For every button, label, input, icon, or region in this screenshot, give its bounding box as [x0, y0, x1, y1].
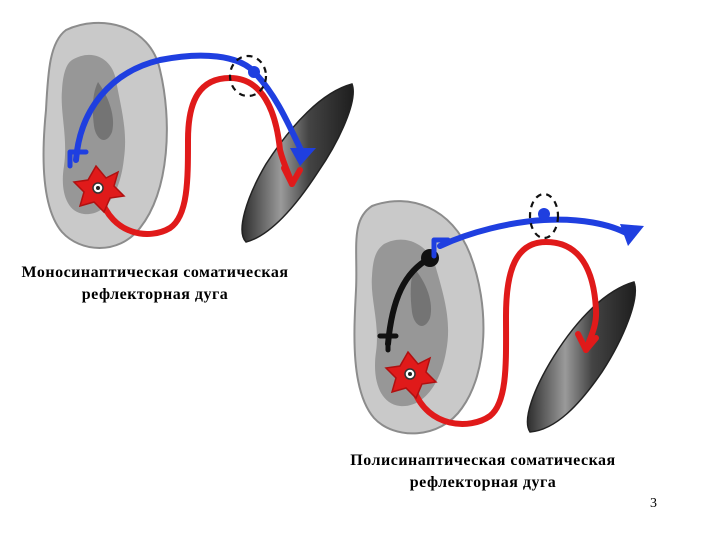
polysynaptic-caption-line1: Полисинаптическая соматическая	[350, 452, 616, 469]
polysynaptic-caption-line2: рефлекторная дуга	[409, 474, 557, 491]
grey-matter-1	[61, 54, 126, 215]
sensory-ganglion-soma-2	[538, 208, 550, 220]
muscle-2	[526, 281, 636, 433]
grey-matter-2	[371, 239, 449, 407]
dorsal-root-ganglion-marker-1	[228, 54, 268, 98]
monosynaptic-caption-line2: рефлекторная дуга	[81, 286, 229, 303]
dorsal-root-ganglion-marker-2	[528, 192, 560, 240]
motor-axon-1	[97, 74, 295, 237]
sensory-receptor-arrow-2	[620, 224, 644, 246]
motor-end-plate-2	[575, 331, 599, 353]
sensory-axon-2	[437, 216, 631, 249]
motor-end-plate-1	[281, 165, 303, 187]
sensory-axon-1	[73, 52, 305, 163]
interneuron-axon	[385, 255, 433, 347]
grey-matter-dorsal-2	[410, 268, 432, 326]
monosynaptic-arc	[42, 22, 354, 249]
sensory-terminal-2	[431, 237, 451, 259]
sensory-ganglion-soma-1	[248, 66, 260, 78]
monosynaptic-caption-line1: Моносинаптическая соматическая	[21, 264, 289, 281]
polysynaptic-caption: Полисинаптическая соматическая рефлектор…	[330, 450, 636, 494]
polysynaptic-arc	[353, 192, 644, 435]
sensory-terminal-1	[67, 149, 89, 169]
sensory-receptor-arrow-1	[290, 148, 316, 166]
muscle-1	[241, 83, 354, 243]
interneuron-terminal	[377, 333, 399, 353]
motor-axon-2	[411, 238, 600, 427]
page-number: 3	[650, 496, 657, 511]
monosynaptic-caption: Моносинаптическая соматическая рефлектор…	[0, 262, 310, 306]
